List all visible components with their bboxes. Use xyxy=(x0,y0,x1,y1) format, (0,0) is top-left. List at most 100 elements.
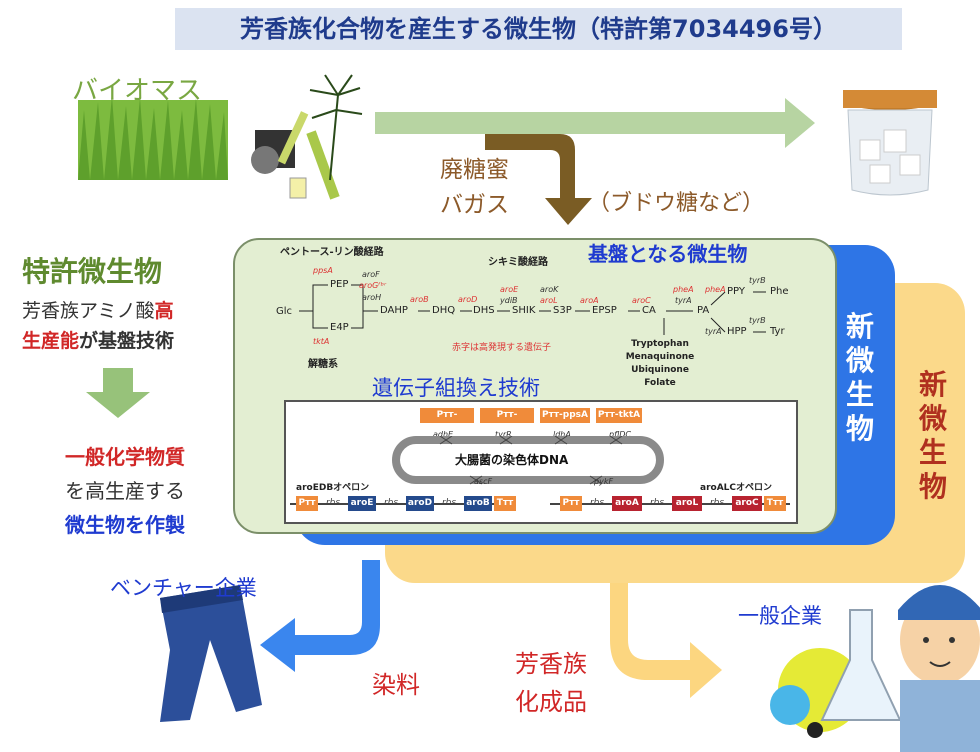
biomass-arrow xyxy=(375,98,815,148)
dye-label: 染料 xyxy=(372,671,420,699)
node-e4p: E4P xyxy=(330,322,349,333)
op-left-6: aroB xyxy=(464,496,492,511)
op-right-5: rbs xyxy=(709,498,725,508)
ko-top-3: pflDC xyxy=(609,430,631,439)
promoter-0: Pᴛᴛ-aroGᶠᵇʳ xyxy=(420,408,474,435)
enz-arod: aroD xyxy=(458,295,478,304)
result-line3: 微生物を作製 xyxy=(65,513,185,537)
node-ppy: PPY xyxy=(727,286,745,297)
op-right-7: Tᴛᴛ xyxy=(764,496,786,511)
biomass-label: バイオマス xyxy=(72,76,203,106)
node-pep: PEP xyxy=(330,279,349,290)
op-right-1: rbs xyxy=(589,498,605,508)
enz-phea1: pheA xyxy=(673,285,694,294)
pentose-label: ペントース-リン酸経路 xyxy=(280,247,384,258)
op-left-3: rbs xyxy=(383,498,399,508)
left-down-arrow xyxy=(86,368,150,418)
promoter-1: Pᴛᴛ-pheAᶠᵇʳ xyxy=(480,408,534,435)
general-company-label: 一般企業 xyxy=(738,604,822,628)
enz-arok: aroK xyxy=(540,285,559,294)
node-dhs: DHS xyxy=(473,305,495,316)
node-tyr: Tyr xyxy=(770,326,785,337)
enz-tkta: tktA xyxy=(313,337,330,346)
enz-tyra2: tyrA xyxy=(705,327,722,336)
desc-b: 高 xyxy=(154,300,174,322)
feed-arrow xyxy=(485,134,592,225)
new-microbe-label-white: 新微生物 xyxy=(845,310,874,445)
operon-right-label: aroALCオペロン xyxy=(700,483,773,493)
enz-tyrb1: tyrB xyxy=(749,276,766,285)
op-right-4: aroL xyxy=(672,496,702,511)
desc-a: 芳香族アミノ酸 xyxy=(22,300,155,322)
aromatic-line1: 芳香族 xyxy=(515,650,587,678)
desc-c: 生産能 xyxy=(22,330,80,352)
node-s3p: S3P xyxy=(553,305,572,316)
dna-label: 大腸菌の染色体DNA xyxy=(455,453,569,467)
node-pa: PA xyxy=(697,305,710,316)
enz-arof: aroF xyxy=(362,270,380,279)
op-right-3: rbs xyxy=(649,498,665,508)
product-1: Menaquinone xyxy=(625,352,695,362)
recombination-label: 遺伝子組換え技術 xyxy=(372,376,540,400)
operon-left: Pᴛᴛ rbs aroE rbs aroD rbs aroB Tᴛᴛ xyxy=(296,496,516,511)
enz-phea2: pheA xyxy=(705,285,726,294)
node-glc: Glc xyxy=(276,306,293,317)
glucose-label: （ブドウ糖など） xyxy=(588,191,765,216)
op-left-2: aroE xyxy=(348,496,376,511)
op-left-1: rbs xyxy=(325,498,341,508)
highlight-note: 赤字は高発現する遺伝子 xyxy=(452,343,552,353)
node-hpp: HPP xyxy=(727,326,747,337)
node-ca: CA xyxy=(642,305,656,316)
chromosome-ring xyxy=(392,436,664,485)
crusher-icon xyxy=(251,111,340,200)
product-0: Tryptophan xyxy=(631,339,689,349)
result-text: 一般化学物質 を高生産する 微生物を作製 xyxy=(30,440,220,542)
op-right-6: aroC xyxy=(732,496,762,511)
molasses-label: 廃糖蜜 xyxy=(440,157,509,183)
ko-bottom-1: pykF xyxy=(594,477,614,486)
enz-arol: aroL xyxy=(540,296,558,305)
enz-arob: aroB xyxy=(410,295,429,304)
dye-arrow xyxy=(260,560,380,672)
enz-ppsa: ppsA xyxy=(313,266,333,275)
operon-right: Pᴛᴛ rbs aroA rbs aroL rbs aroC Tᴛᴛ xyxy=(560,496,786,511)
venture-label: ベンチャー企業 xyxy=(110,576,257,600)
enz-aroa: aroA xyxy=(580,296,599,305)
enz-aroh: aroH xyxy=(362,293,382,302)
result-line1: 一般化学物質 xyxy=(65,445,185,469)
operon-right-line xyxy=(550,503,790,505)
node-epsp: EPSP xyxy=(592,305,617,316)
patent-desc: 芳香族アミノ酸高 生産能が基盤技術 xyxy=(22,296,174,356)
enz-aroe: aroE xyxy=(500,285,519,294)
aromatic-arrow xyxy=(610,580,722,698)
sugar-jar-icon xyxy=(843,90,937,196)
product-3: Folate xyxy=(644,378,676,388)
operon-left-label: aroEDBオペロン xyxy=(296,483,370,493)
operon-left-line xyxy=(290,503,500,505)
node-shik: SHIK xyxy=(512,305,536,316)
desc-d: が基盤技術 xyxy=(79,330,175,352)
op-left-7: Tᴛᴛ xyxy=(494,496,516,511)
new-microbe-label-red: 新微生物 xyxy=(918,368,947,503)
enz-aroc: aroC xyxy=(632,296,651,305)
ko-top-2: ldhA xyxy=(553,430,571,439)
ko-bottom-0: ascF xyxy=(474,477,493,486)
worker-icon xyxy=(898,585,980,752)
enz-ydib: ydiB xyxy=(500,296,518,305)
node-dahp: DAHP xyxy=(380,305,408,316)
node-dhq: DHQ xyxy=(432,305,456,316)
node-phe: Phe xyxy=(770,286,789,297)
product-2: Ubiquinone xyxy=(631,365,689,375)
result-line2: を高生産する xyxy=(65,479,185,503)
promoter-3: Pᴛᴛ-tktA xyxy=(596,408,642,423)
op-left-4: aroD xyxy=(406,496,434,511)
ko-top-0: adhE xyxy=(433,430,454,439)
enz-arog: aroGᶠᵇʳ xyxy=(359,281,387,290)
promoter-2: Pᴛᴛ-ppsA xyxy=(540,408,590,423)
ko-top-1: tyrR xyxy=(495,430,512,439)
enz-tyra1: tyrA xyxy=(675,296,692,305)
op-right-2: aroA xyxy=(612,496,642,511)
op-left-5: rbs xyxy=(441,498,457,508)
jeans-icon xyxy=(160,585,262,722)
